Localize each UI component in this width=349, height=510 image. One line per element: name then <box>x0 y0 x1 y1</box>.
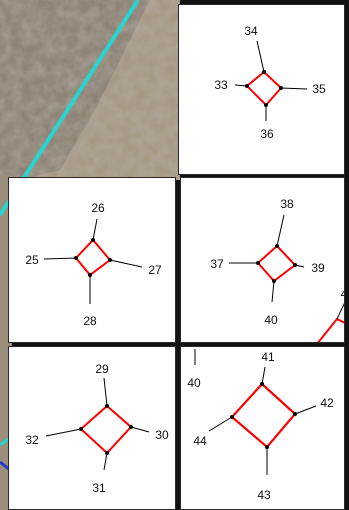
inset-panel-parcel-25-28: 26 27 28 25 <box>8 177 176 343</box>
vertex-label: 35 <box>312 82 326 96</box>
inset-panel-parcel-37-40: 38 39 40 37 4 <box>180 177 345 343</box>
vertex-label: 42 <box>320 396 334 410</box>
vertex-label: 34 <box>244 24 258 38</box>
inset-panel-parcel-29-32: 29 30 31 32 <box>8 346 176 510</box>
vertex-label: 39 <box>311 261 325 275</box>
vertex-label: 41 <box>261 350 275 364</box>
vertex-label: 38 <box>280 197 294 211</box>
vertex-label: 40 <box>264 313 278 327</box>
vertex-label: 28 <box>83 314 97 328</box>
inset-1-drawing <box>234 40 308 121</box>
inset-panel-parcel-33-36: 34 35 36 33 <box>178 4 345 175</box>
vertex-label: 27 <box>148 263 162 277</box>
adjacent-parcel-partial <box>317 317 344 342</box>
vertex-label: 26 <box>91 201 105 215</box>
vertex-label: 25 <box>25 253 39 267</box>
vertex-label: 36 <box>260 127 274 141</box>
vertex-label: 31 <box>92 481 106 495</box>
vertex-label: 44 <box>193 434 207 448</box>
inset-4-drawing <box>45 377 150 471</box>
vertex-label-partial: 4 <box>341 288 344 300</box>
vertex-label: 43 <box>257 488 271 502</box>
vertex-label: 32 <box>25 433 39 447</box>
vertex-label: 29 <box>95 362 109 376</box>
inset-5-drawing <box>194 349 317 475</box>
vertex-label: 37 <box>210 257 224 271</box>
vertex-label-partial: 40 <box>187 376 201 390</box>
inset-3-drawing <box>229 214 344 342</box>
vertex-label: 30 <box>155 428 169 442</box>
inset-2-drawing <box>43 218 143 304</box>
vertex-label: 33 <box>214 78 228 92</box>
inset-panel-parcel-41-44: 40 41 42 43 44 <box>180 346 345 510</box>
